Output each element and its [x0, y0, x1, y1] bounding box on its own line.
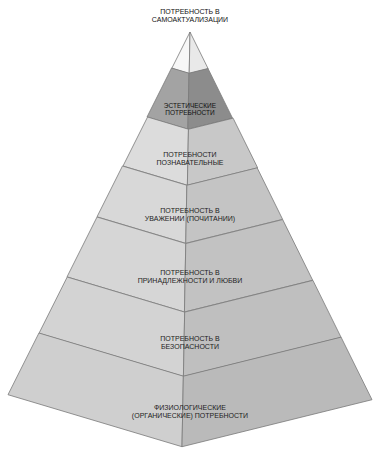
band-label: ПОТРЕБНОСТЬ В УВАЖЕНИИ (ПОЧИТАНИИ)	[144, 207, 237, 223]
band-shape	[147, 68, 233, 129]
band-label: ПОТРЕБНОСТЬ В ПРИНАДЛЕЖНОСТИ И ЛЮБВИ	[135, 269, 245, 285]
band-face	[189, 32, 208, 74]
band-face	[172, 32, 190, 74]
band-shape	[8, 333, 372, 447]
pyramid-band: ЭСТЕТИЧЕСКИЕ ПОТРЕБНОСТИ	[147, 68, 233, 129]
band-label: ЭСТЕТИЧЕСКИЕ ПОТРЕБНОСТИ	[164, 101, 216, 116]
band-label: ПОТРЕБНОСТЬ В САМОАКТУАЛИЗАЦИИ	[152, 8, 228, 24]
band-face	[8, 333, 183, 447]
band-face	[182, 337, 372, 447]
pyramid-band: ПОТРЕБНОСТЬ В САМОАКТУАЛИЗАЦИИ	[126, 2, 254, 74]
band-label: ПОТРЕБНОСТИ ПОЗНАВАТЕЛЬНЫЕ	[156, 151, 223, 167]
band-label: ФИЗИОЛОГИЧЕСКИЕ (ОРГАНИЧЕСКИЕ) ПОТРЕБНОС…	[130, 404, 250, 420]
pyramid-band: ФИЗИОЛОГИЧЕСКИЕ (ОРГАНИЧЕСКИЕ) ПОТРЕБНОС…	[8, 333, 372, 447]
band-label: ПОТРЕБНОСТЬ В БЕЗОПАСНОСТИ	[135, 335, 245, 351]
